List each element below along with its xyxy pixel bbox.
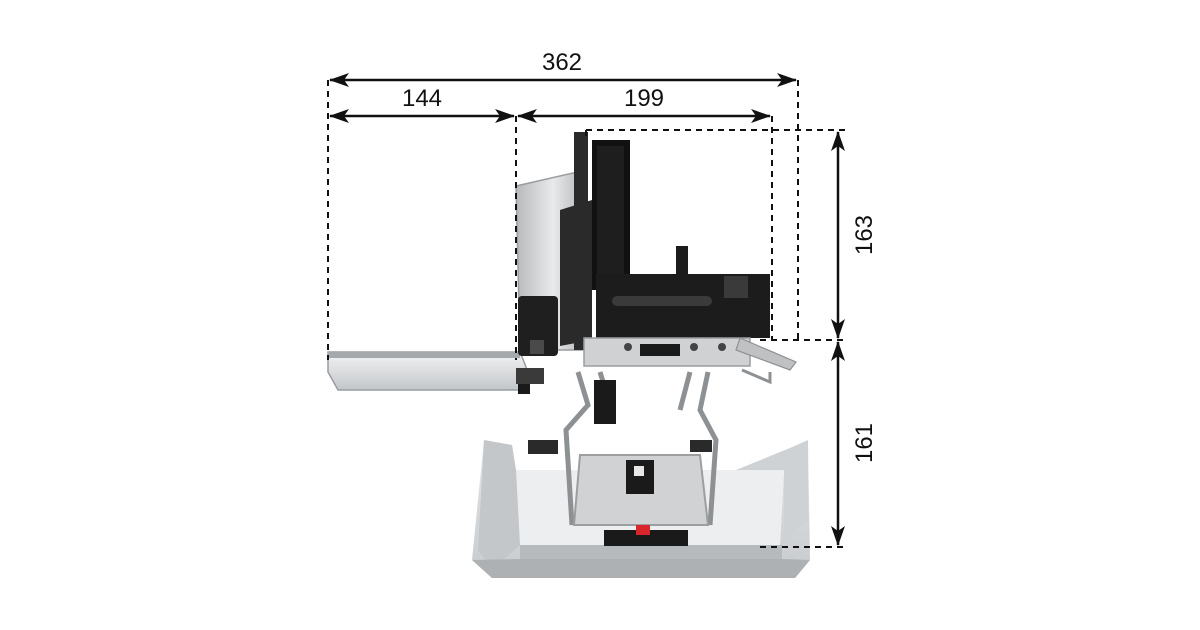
dimension-lines: 362 144 199 163 161 bbox=[327, 49, 878, 548]
slicer-tray bbox=[327, 351, 544, 394]
slicer-height-label: 163 bbox=[851, 215, 878, 255]
extension-lines bbox=[327, 80, 846, 548]
base-height-label: 161 bbox=[851, 423, 878, 463]
frame-plate bbox=[528, 440, 712, 546]
carriage-assembly bbox=[583, 246, 797, 424]
slicer-width-label: 199 bbox=[624, 85, 664, 112]
slicer-housing bbox=[515, 132, 592, 356]
cutting-plate bbox=[592, 140, 630, 290]
slicer-product-image bbox=[327, 132, 810, 578]
overall-width-label: 362 bbox=[542, 49, 582, 76]
folding-frame bbox=[563, 371, 719, 526]
tray-extension-label: 144 bbox=[402, 85, 442, 112]
